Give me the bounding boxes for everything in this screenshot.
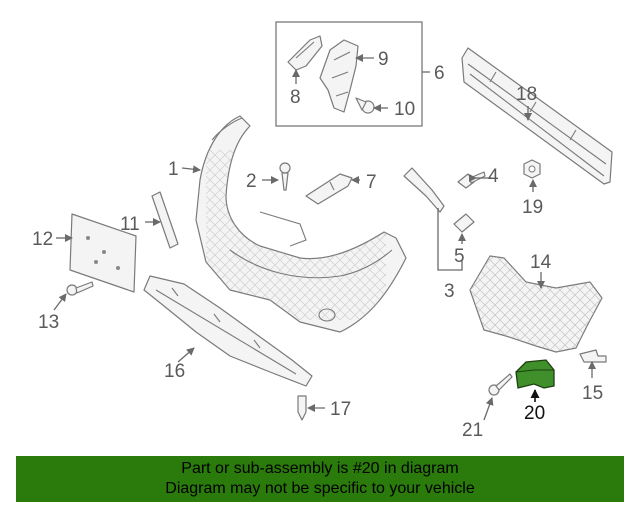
part-8-bracket[interactable] [287, 35, 323, 71]
part-2-screw[interactable] [279, 162, 291, 191]
part-18-reinforcement[interactable] [461, 47, 613, 185]
part-3-molding[interactable] [403, 167, 445, 213]
banner-line-1: Part or sub-assembly is #20 in diagram [181, 460, 459, 477]
callout-8: 8 [290, 87, 301, 108]
callout-20: 20 [524, 403, 545, 424]
callout-5: 5 [454, 246, 465, 267]
callout-7: 7 [366, 172, 377, 193]
part-13-screw[interactable] [66, 281, 94, 296]
banner-line-2: Diagram may not be specific to your vehi… [165, 480, 475, 497]
part-21-screw[interactable] [488, 373, 513, 396]
callout-1: 1 [168, 159, 179, 180]
callout-12: 12 [32, 229, 53, 250]
callout-6: 6 [434, 63, 445, 84]
callout-4: 4 [488, 166, 499, 187]
part-5-clip[interactable] [453, 213, 475, 233]
callout-16: 16 [164, 361, 185, 382]
part-11-strip[interactable] [151, 191, 179, 249]
part-19-nut[interactable] [523, 159, 541, 179]
callout-15: 15 [582, 383, 603, 404]
part-9-air-duct[interactable] [319, 39, 359, 113]
part-20-highlighted[interactable] [515, 359, 555, 389]
part-1-bumper-cover[interactable] [195, 115, 407, 333]
callout-labels: 1 2 3 4 5 6 7 8 9 10 11 12 13 14 15 16 1… [32, 49, 603, 441]
leader-lines [53, 54, 596, 421]
callout-19: 19 [522, 197, 543, 218]
callout-21: 21 [462, 420, 483, 441]
callout-3: 3 [444, 281, 455, 302]
callout-14: 14 [530, 252, 552, 273]
parts-diagram: 1 2 3 4 5 6 7 8 9 10 11 12 13 14 15 16 1… [32, 21, 613, 441]
callout-9: 9 [378, 49, 389, 70]
info-banner: Part or sub-assembly is #20 in diagram D… [16, 456, 624, 502]
callout-10: 10 [394, 99, 415, 120]
part-7-bracket[interactable] [305, 173, 353, 205]
callout-17: 17 [330, 399, 351, 420]
callout-13: 13 [38, 312, 59, 333]
callout-2: 2 [246, 171, 257, 192]
part-4-bolt[interactable] [457, 171, 486, 189]
part-10-clip[interactable] [355, 97, 375, 114]
part-15-clip[interactable] [579, 349, 607, 363]
part-16-deflector[interactable] [143, 275, 313, 387]
callout-18: 18 [516, 84, 537, 105]
part-17-clip[interactable] [297, 395, 307, 421]
callout-11: 11 [120, 214, 140, 235]
subassembly-box-6 [275, 21, 430, 127]
part-12-license-bracket[interactable] [69, 213, 137, 293]
